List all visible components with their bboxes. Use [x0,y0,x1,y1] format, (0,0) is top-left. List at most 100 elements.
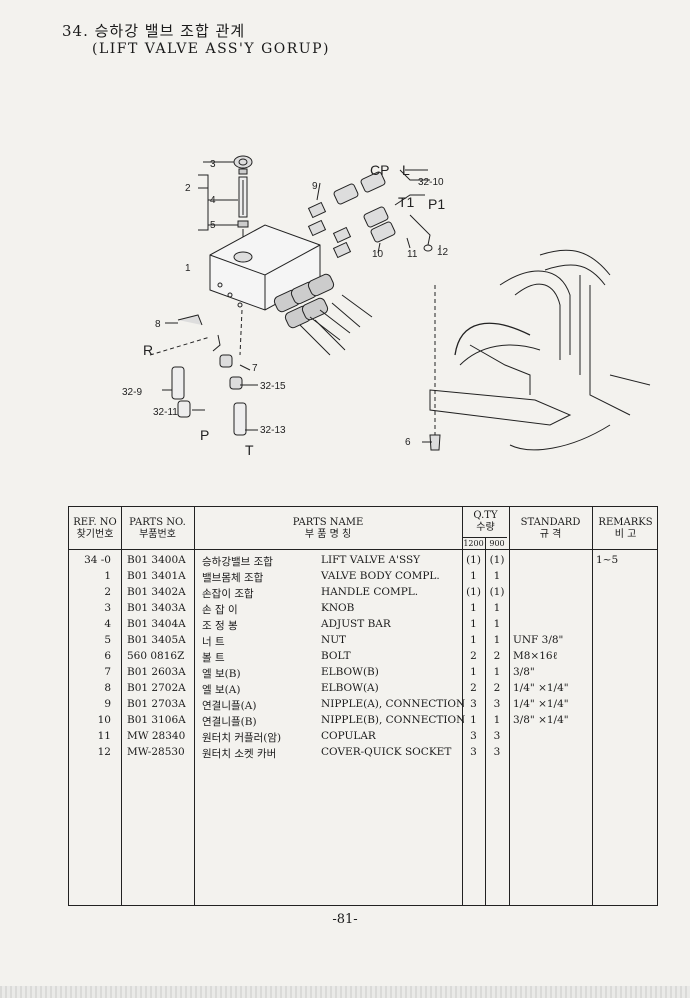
cell-q900: 2 [493,650,501,662]
port-label-t: T [245,442,254,458]
scan-edge [0,986,690,998]
table-row: 12 MW-28530 원터치 소켓 카버 COVER-QUICK SOCKET 3 3 [69,745,657,761]
section-title: 34. 승하강 밸브 조합 관계 [62,22,246,40]
cell-ref: 12 [97,746,111,758]
callout-32-10: 32-10 [418,177,444,188]
cell-q1200: (1) [466,554,481,566]
cell-ref: 2 [104,586,111,598]
cell-en: HANDLE COMPL. [321,586,419,598]
cell-ref: 9 [104,698,111,710]
cell-part: B01 2703A [127,698,186,710]
callout-12: 12 [437,247,449,258]
cell-q1200: 1 [470,666,477,678]
cell-part: B01 2603A [127,666,186,678]
cell-std: M8×16ℓ [513,650,558,662]
cell-ref: 8 [104,682,111,694]
cell-ref: 11 [97,730,111,742]
header-qty-900: 900 [489,539,505,548]
cell-q900: 1 [493,666,501,678]
cell-kr: 볼 트 [202,652,225,664]
cell-part: MW 28340 [127,730,186,742]
callout-2: 2 [185,183,191,194]
section-subtitle: (LIFT VALVE ASS'Y GORUP) [92,41,330,57]
cell-q900: 1 [493,618,501,630]
cell-part: B01 3402A [127,586,186,598]
cell-q900: 1 [493,714,501,726]
cell-part: B01 3403A [127,602,186,614]
port-label-l: L [402,162,410,178]
cell-kr: 연결니플(A) [202,700,257,712]
cell-part: B01 3405A [127,634,186,646]
callout-10: 10 [372,249,384,260]
callout-7: 7 [252,363,258,374]
port-label-p1: P1 [428,196,445,212]
callout-3: 3 [210,159,216,170]
cell-q1200: 1 [470,714,477,726]
cell-q900: 3 [493,746,501,758]
cell-kr: 연결니플(B) [202,716,257,728]
cell-q1200: 1 [470,570,477,582]
cell-q1200: (1) [466,586,481,598]
cell-kr: 밸브몸체 조합 [202,572,264,584]
callout-6: 6 [405,437,411,448]
cell-ref: 6 [104,650,111,662]
cell-en: COVER-QUICK SOCKET [321,746,452,758]
callout-4: 4 [210,195,216,206]
cell-en: NIPPLE(B), CONNECTION [321,714,466,726]
header-qty-1200: 1200 [463,539,484,548]
cell-en: KNOB [321,602,355,614]
callout-32-15: 32-15 [260,381,286,392]
cell-q1200: 3 [470,698,477,710]
cell-part: MW-28530 [127,746,185,758]
cell-q900: 1 [493,570,501,582]
cell-kr: 원터치 커플러(암) [202,732,282,744]
cell-kr: 승하강밸브 조합 [202,556,273,568]
cell-q1200: 3 [470,746,477,758]
cell-q900: 1 [493,634,501,646]
cell-kr: 엘 보(B) [202,668,241,680]
cell-part: 560 0816Z [127,650,185,662]
cell-en: ELBOW(A) [321,682,379,694]
callout-5: 5 [210,220,216,231]
exploded-parts-diagram: 3 2 4 5 1 8 R 32-9 32-11 P 7 32-15 32-13… [122,155,651,458]
table-row: 6 560 0816Z 볼 트 BOLT 2 2 M8×16ℓ [69,649,657,665]
cell-en: LIFT VALVE A'SSY [321,554,421,566]
cell-part: B01 3404A [127,618,186,630]
cell-q1200: 2 [470,650,477,662]
cell-en: ELBOW(B) [321,666,379,678]
callout-32-13: 32-13 [260,425,286,436]
callout-32-9: 32-9 [122,387,142,398]
cell-std: 1/4" ×1/4" [513,682,569,694]
cell-q1200: 1 [470,602,477,614]
cell-kr: 조 정 봉 [202,620,238,632]
cell-ref: 5 [104,634,111,646]
cell-en: ADJUST BAR [321,618,391,630]
cell-en: BOLT [321,650,351,662]
callout-32-11: 32-11 [153,407,178,418]
page-number: -81- [332,912,358,927]
header-parts-no: PARTS NO.부품번호 [129,517,186,540]
callout-1: 1 [185,263,191,274]
cell-ref: 4 [104,618,111,630]
cell-part: B01 2702A [127,682,186,694]
cell-q900: (1) [489,586,505,598]
cell-kr: 손잡이 조합 [202,588,254,600]
cell-kr: 원터치 소켓 카버 [202,748,277,760]
cell-rem: 1~5 [596,554,619,566]
cell-kr: 손 잡 이 [202,604,238,616]
cell-ref: 7 [104,666,111,678]
cell-kr: 너 트 [202,636,225,648]
